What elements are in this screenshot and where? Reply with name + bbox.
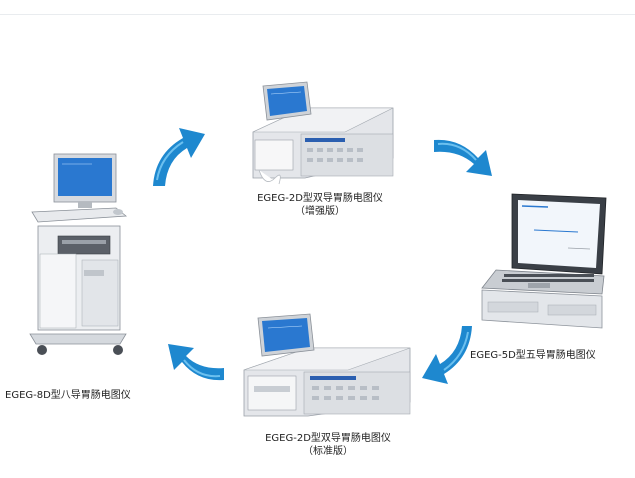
product-name: EGEG-2D型双导胃肠电图仪	[257, 193, 383, 204]
product-edition: （增强版）	[295, 206, 345, 217]
device-egeg-5d-laptop	[481, 193, 607, 329]
product-name: EGEG-8D型八导胃肠电图仪	[5, 390, 131, 401]
curved-arrow-icon	[434, 139, 492, 176]
device-egeg-8d-cart	[29, 153, 128, 355]
label-egeg-2d-enhanced: EGEG-2D型双导胃肠电图仪 （增强版）	[210, 192, 430, 218]
device-egeg-2d-standard	[243, 313, 411, 417]
product-name: EGEG-2D型双导胃肠电图仪	[265, 433, 391, 444]
top-divider	[0, 14, 635, 15]
curved-arrow-icon	[153, 128, 205, 186]
product-edition: （标准版）	[303, 446, 353, 457]
label-egeg-2d-standard: EGEG-2D型双导胃肠电图仪 （标准版）	[218, 432, 438, 458]
curved-arrow-icon	[168, 344, 224, 381]
label-egeg-8d: EGEG-8D型八导胃肠电图仪	[5, 389, 165, 402]
curved-arrow-icon	[422, 326, 472, 384]
label-egeg-5d: EGEG-5D型五导胃肠电图仪	[470, 349, 635, 362]
device-egeg-2d-enhanced	[252, 81, 394, 185]
product-name: EGEG-5D型五导胃肠电图仪	[470, 350, 596, 361]
